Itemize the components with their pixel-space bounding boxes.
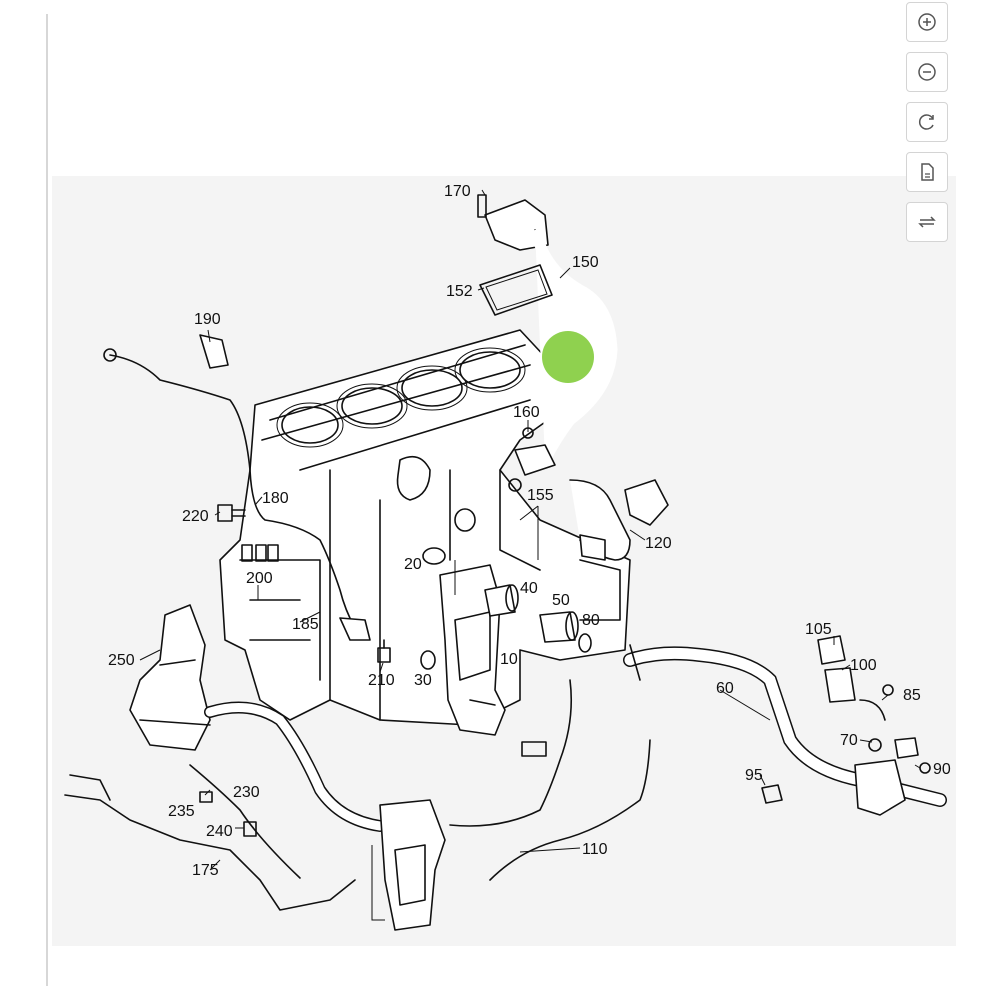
callout-175[interactable]: 175 (192, 862, 219, 879)
coolant-pump-lower[interactable] (379, 799, 446, 931)
coolant-connector-160[interactable] (508, 427, 556, 492)
swap-button[interactable] (906, 202, 948, 242)
coolant-line-175[interactable] (64, 774, 356, 911)
callout-20[interactable]: 20 (404, 556, 422, 573)
callout-170[interactable]: 170 (444, 183, 471, 200)
callout-155[interactable]: 155 (527, 487, 554, 504)
intake-tube-250[interactable] (129, 604, 211, 751)
callout-150[interactable]: 150 (572, 254, 599, 271)
valve-assembly-105-100[interactable] (817, 635, 894, 721)
callout-190[interactable]: 190 (194, 311, 221, 328)
zoom-in-button[interactable] (906, 2, 948, 42)
swap-arrows-icon (918, 216, 936, 228)
cylinder-part-40[interactable] (484, 584, 519, 617)
callout-95[interactable]: 95 (745, 767, 763, 784)
reset-button[interactable] (906, 102, 948, 142)
zoom-out-button[interactable] (906, 52, 948, 92)
bolt-part-220[interactable] (217, 504, 246, 522)
callout-235[interactable]: 235 (168, 803, 195, 820)
left-divider (46, 14, 48, 986)
thermostat-assembly-70-90[interactable] (854, 737, 931, 816)
callout-185[interactable]: 185 (292, 616, 319, 633)
callout-110[interactable]: 110 (582, 841, 608, 858)
clamp-95[interactable] (761, 784, 783, 804)
sensor-185[interactable] (339, 617, 371, 641)
callout-120[interactable]: 120 (645, 535, 672, 552)
bolt-240[interactable] (243, 821, 257, 837)
callout-70[interactable]: 70 (840, 732, 858, 749)
callout-80[interactable]: 80 (582, 612, 600, 629)
callout-90[interactable]: 90 (933, 761, 951, 778)
highlight-marker (542, 331, 594, 383)
clip-set-200[interactable] (241, 544, 279, 562)
callout-100[interactable]: 100 (850, 657, 877, 674)
callout-105[interactable]: 105 (805, 621, 832, 638)
callout-85[interactable]: 85 (903, 687, 921, 704)
callout-230[interactable]: 230 (233, 784, 260, 801)
seal-ring-30[interactable] (420, 650, 436, 670)
fitting-235[interactable] (199, 791, 213, 803)
callout-40[interactable]: 40 (520, 580, 538, 597)
callout-220[interactable]: 220 (182, 508, 209, 525)
bleed-line-180[interactable] (103, 348, 356, 629)
cylinder-part-50[interactable] (539, 611, 579, 643)
callout-240[interactable]: 240 (206, 823, 233, 840)
document-icon (921, 163, 934, 181)
seal-ring-155[interactable] (454, 508, 476, 532)
callout-60[interactable]: 60 (716, 680, 734, 697)
diagram-toolbar (906, 0, 950, 250)
gasket-part[interactable] (479, 264, 553, 316)
callout-200[interactable]: 200 (246, 570, 273, 587)
document-button[interactable] (906, 152, 948, 192)
seal-ring-80[interactable] (578, 633, 592, 653)
clip-part-190[interactable] (199, 334, 229, 369)
callout-152[interactable]: 152 (446, 283, 473, 300)
refresh-icon (918, 114, 934, 130)
water-pump-hose-120[interactable] (569, 479, 669, 561)
sensor-210[interactable] (377, 639, 391, 663)
callout-30[interactable]: 30 (414, 672, 432, 689)
lower-coolant-hose[interactable] (204, 701, 386, 832)
bleed-line-230[interactable] (189, 764, 301, 879)
callout-50[interactable]: 50 (552, 592, 570, 609)
zoom-out-icon (918, 63, 936, 81)
leader-lines (139, 189, 921, 921)
callout-180[interactable]: 180 (262, 490, 289, 507)
callout-labels: 170 150 152 190 160 155 180 220 120 200 … (108, 183, 951, 879)
callout-210[interactable]: 210 (368, 672, 395, 689)
callout-10[interactable]: 10 (500, 651, 518, 668)
zoom-in-icon (918, 13, 936, 31)
callout-160[interactable]: 160 (513, 404, 540, 421)
coolant-line-110[interactable] (449, 679, 651, 881)
seal-ring-20[interactable] (422, 547, 446, 565)
callout-250[interactable]: 250 (108, 652, 135, 669)
